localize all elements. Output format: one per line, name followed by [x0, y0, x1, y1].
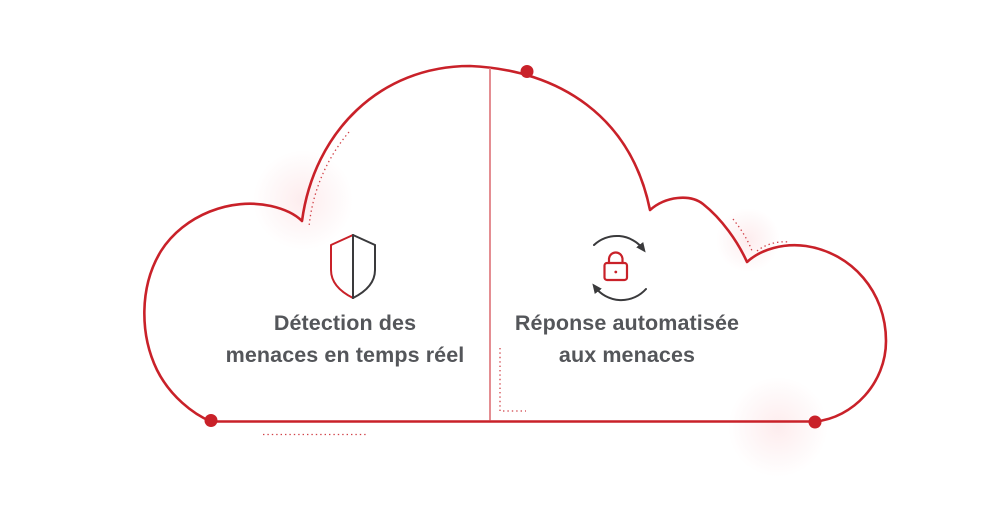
shield-icon: [330, 234, 376, 299]
lock-keyhole: [614, 270, 618, 274]
glow-left-notch: [253, 150, 353, 250]
node-dot-bottom-right: [808, 415, 822, 429]
lock-shackle: [607, 251, 624, 265]
right-panel-label: Réponse automatisée aux menaces: [462, 307, 792, 371]
lock-sync-icon: [592, 235, 647, 302]
lock-body: [603, 261, 629, 282]
right-label-line1: Réponse automatisée: [514, 311, 740, 335]
left-panel-label: Détection des menaces en temps réel: [180, 307, 510, 371]
sync-arrow-bottom: [592, 283, 647, 302]
glow-right-notch: [716, 208, 780, 272]
shield-right-half: [352, 234, 376, 299]
left-label-line2: menaces en temps réel: [225, 343, 465, 367]
cloud-outline: [143, 64, 888, 423]
node-dot-top: [520, 65, 534, 78]
glow-bottom-right: [728, 377, 828, 477]
sync-arrow-top: [593, 235, 646, 253]
right-label-line2: aux menaces: [558, 343, 696, 367]
left-label-line1: Détection des: [273, 311, 417, 335]
dotted-arc-right-b: [756, 241, 790, 252]
node-dot-bottom-left: [204, 414, 218, 427]
shield-left-half: [330, 234, 354, 299]
dotted-corner-divider: [499, 348, 526, 412]
